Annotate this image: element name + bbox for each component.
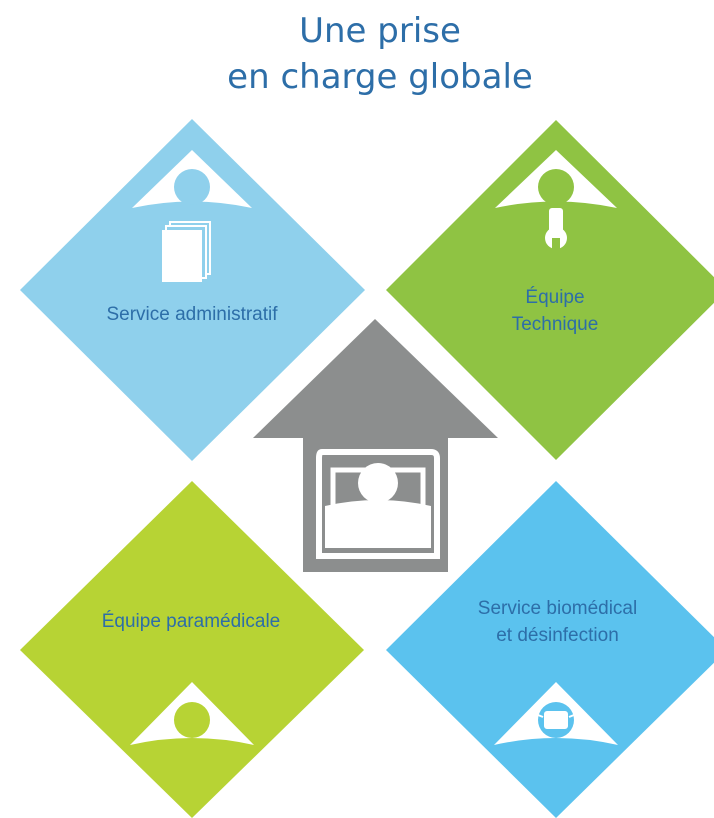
diamond-equipe-paramedicale xyxy=(20,481,364,818)
page-title: Une prise en charge globale xyxy=(0,8,714,100)
diamond-service-biomedical xyxy=(386,481,714,818)
label-technique-line-2: Technique xyxy=(511,314,599,335)
diamond-technique-shape xyxy=(386,120,714,460)
diamond-paramedical-shape xyxy=(20,481,364,818)
label-biomedical-line-1: Service biomédical xyxy=(477,598,638,619)
mask-icon xyxy=(537,709,575,731)
person-icon xyxy=(495,150,617,208)
title-line-2: en charge globale xyxy=(227,57,533,97)
documents-icon xyxy=(162,221,211,282)
title-line-1: Une prise xyxy=(299,11,461,51)
label-technique-line-1: Équipe xyxy=(525,287,585,308)
diamond-admin-shape xyxy=(20,119,365,461)
label-service-administratif: Service administratif xyxy=(106,304,278,325)
diamond-service-administratif xyxy=(20,119,365,461)
diamond-equipe-technique xyxy=(386,120,714,460)
patient-bed-icon xyxy=(253,319,498,572)
label-biomedical-line-2: et désinfection xyxy=(496,625,619,646)
person-icon xyxy=(132,150,252,208)
label-equipe-paramedicale: Équipe paramédicale xyxy=(101,611,281,632)
diamond-biomedical-shape xyxy=(386,481,714,818)
label-equipe-technique: Équipe Technique xyxy=(460,284,650,338)
label-service-biomedical: Service biomédical et désinfection xyxy=(440,595,675,649)
wrench-icon xyxy=(545,208,567,250)
person-icon xyxy=(130,682,254,745)
